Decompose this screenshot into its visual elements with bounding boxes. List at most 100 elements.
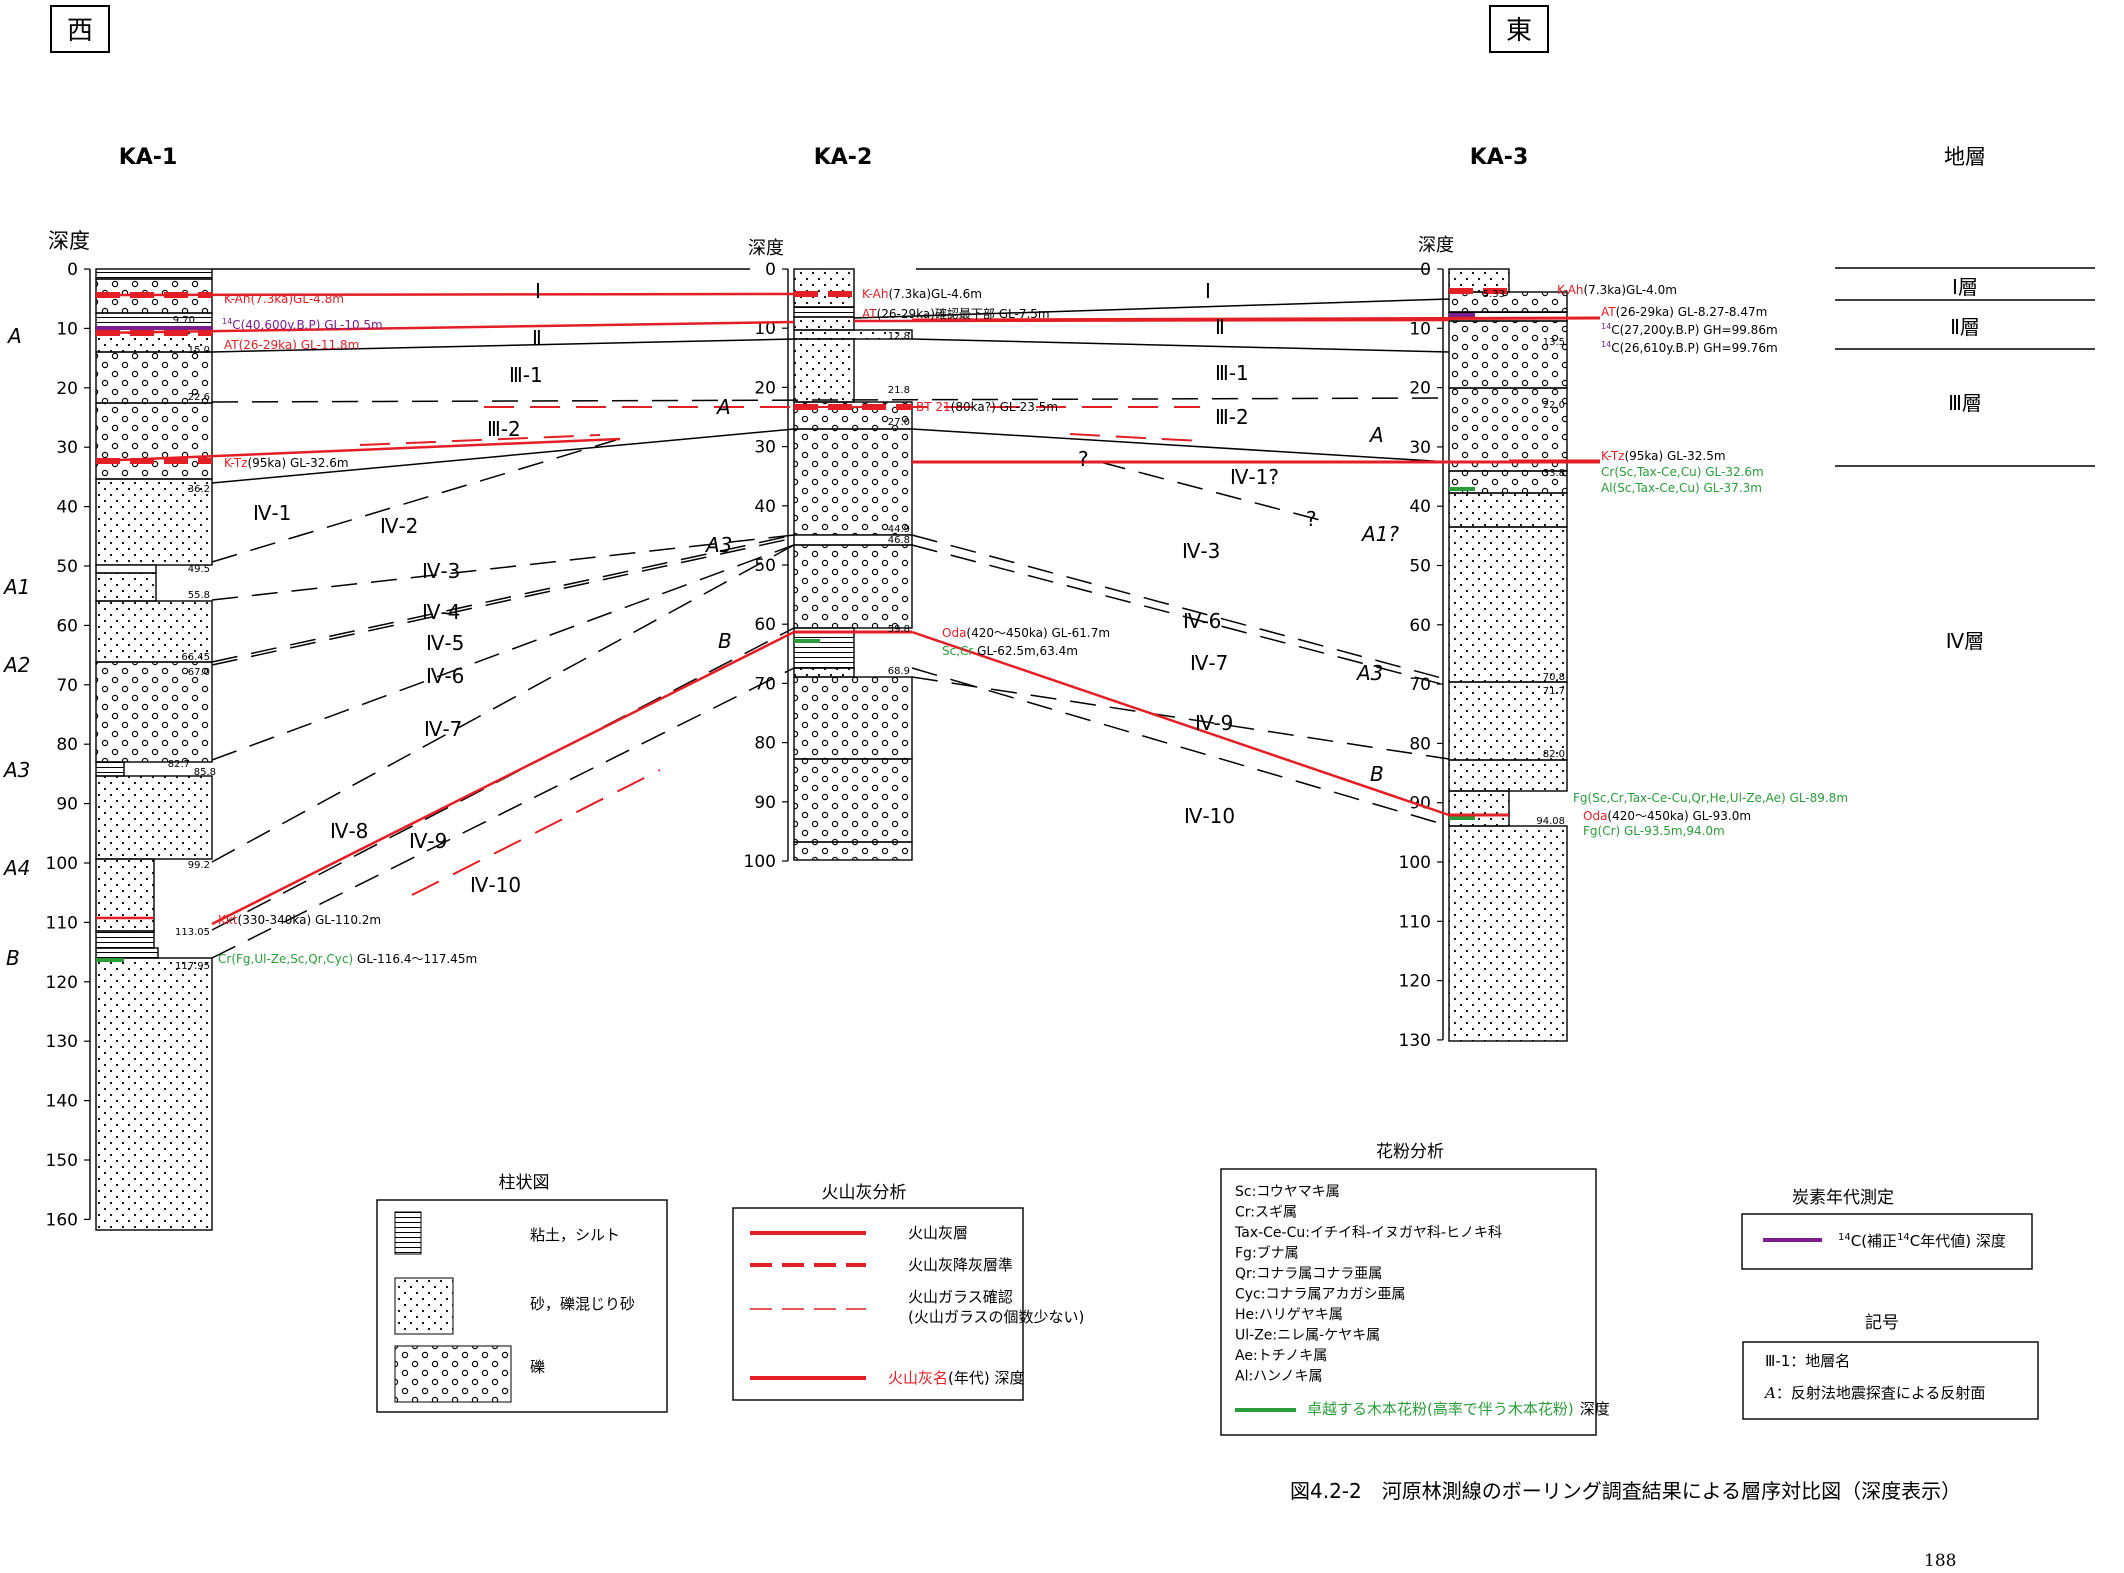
clay-swatch — [394, 1211, 422, 1255]
axis-tick-label: 130 — [1399, 1031, 1431, 1051]
legend-symbols-title: 記号 — [1865, 1313, 1899, 1333]
axis-tick-label: 60 — [754, 615, 776, 635]
axis-tick-label: 50 — [1409, 557, 1431, 577]
ash-detail: (26-29ka) GL-11.8m — [239, 338, 360, 352]
ka2-annotations: 12.8 21.8 27.0 44.9 46.8 59.8 68.9 K-Ah(… — [862, 287, 1110, 677]
ka2-ash-oda: Oda(420～450ka) GL-61.7m — [942, 626, 1110, 640]
axis-tick-label: 100 — [46, 854, 78, 874]
east-label: 東 — [1506, 16, 1532, 46]
axis-tick-label: 20 — [754, 378, 776, 398]
axis-tick-label: 120 — [1399, 972, 1431, 992]
stratum-4: Ⅳ層 — [1946, 629, 1984, 653]
unit-label: Ⅳ-7 — [424, 717, 462, 741]
ash-detail: (26-29ka)確認最下部 GL-7.5m — [877, 306, 1050, 321]
unit-label: Ⅳ-3 — [1182, 539, 1220, 563]
c14-mid: C(補正 — [1851, 1232, 1897, 1250]
ka1-depth-mark: 82.7 — [168, 759, 190, 770]
strata-table — [1835, 267, 2095, 467]
ash-name: K-Tz — [224, 456, 247, 470]
axis-tick-label: 50 — [56, 557, 78, 577]
ka2-depth-mark: 44.9 — [888, 524, 910, 535]
ka3-ash-oda: Oda(420～450ka) GL-93.0m — [1583, 809, 1751, 823]
axis-tick-label: 70 — [754, 674, 776, 694]
ka3-ash-ktz: K-Tz(95ka) GL-32.5m — [1601, 449, 1726, 463]
legend-column-item: 粘土，シルト — [530, 1226, 620, 1244]
ka1-title: KA-1 — [119, 145, 178, 170]
axis-tick-label: 30 — [754, 438, 776, 458]
reflector-label: A3 — [704, 533, 732, 557]
axis-tick-label: 70 — [56, 676, 78, 696]
axis-tick-label: 100 — [1399, 853, 1431, 873]
reflector-label: B — [6, 946, 20, 970]
legend-pollen-title: 花粉分析 — [1376, 1142, 1444, 1162]
ka1-depth-mark: 99.2 — [188, 860, 210, 871]
ka2-depth-mark: 68.9 — [888, 666, 910, 677]
ash-detail: (26-29ka) GL-8.27-8.47m — [1616, 305, 1768, 319]
legend-ash-item: 火山ガラス確認 — [908, 1288, 1013, 1306]
stratum-1: Ⅰ層 — [1952, 275, 1978, 299]
ash-detail: (80ka?) GL-23.5m — [951, 400, 1058, 414]
unit-label: Ⅳ-10 — [1184, 804, 1235, 828]
ka1-depth-mark: 55.8 — [188, 590, 210, 601]
ash-name: Oda — [1583, 809, 1607, 823]
unit-label: Ⅳ-5 — [426, 631, 464, 655]
axis-tick-label: 150 — [46, 1151, 78, 1171]
ka3-depth-mark: 13.5 — [1543, 337, 1565, 348]
legend-pollen-item: Qr:コナラ属コナラ亜属 — [1235, 1266, 1382, 1282]
west-direction-box: 西 — [50, 5, 110, 53]
reflector-label: B — [718, 629, 732, 653]
legend-pollen-item: Tax-Ce-Cu:イチイ科-イヌガヤ科-ヒノキ科 — [1234, 1225, 1502, 1241]
ash-name: K-Ah — [224, 292, 251, 306]
ka3-c14-1: 14C(27,200y.B.P) GH=99.86m — [1601, 322, 1778, 337]
legend-ash-title: 火山灰分析 — [822, 1183, 907, 1203]
axis-tick-label: 100 — [744, 852, 776, 872]
ka1-column — [95, 268, 213, 1231]
axis-tick-label: 60 — [56, 616, 78, 636]
ka1-pollen: Cr(Fg,Ul-Ze,Sc,Qr,Cyc) GL-116.4～117.45m — [218, 952, 477, 966]
pollen-dominant-rest: 深度 — [1580, 1400, 1610, 1418]
legend-symbols: 記号 Ⅲ-1：地層名 A：反射法地震探査による反射面 — [1742, 1313, 2039, 1420]
ka2-depth-mark: 27.0 — [888, 417, 910, 428]
axis-tick-label: 120 — [46, 973, 78, 993]
ash-detail: (95ka) GL-32.6m — [247, 456, 348, 470]
c14-sup: 14 — [1838, 1232, 1851, 1243]
ash-name: K-Tz — [1601, 449, 1624, 463]
ka2-depth-mark: 21.8 — [888, 385, 910, 396]
ash-name: 火山灰名 — [888, 1369, 948, 1387]
legend-pollen-item: Sc:コウヤマキ属 — [1235, 1184, 1340, 1200]
ash-name: K-Ah — [1557, 283, 1584, 297]
ka3-c14-2: 14C(26,610y.B.P) GH=99.76m — [1601, 340, 1778, 355]
pollen-detail: GL-116.4～117.45m — [353, 952, 477, 966]
ka1-depth-label: 深度 — [48, 229, 90, 253]
ka2-title: KA-2 — [814, 145, 873, 170]
ka3-ash-kah: K-Ah(7.3ka)GL-4.0m — [1557, 283, 1677, 297]
unit-label: Ⅳ-8 — [330, 819, 368, 843]
west-label: 西 — [67, 16, 93, 46]
reflector-label: A — [1368, 423, 1384, 447]
ash-lines — [95, 288, 1601, 926]
ka3-annotations: 5.33 13.5 22.0 33.8 70.8 71.7 82.0 94.08… — [1483, 283, 1848, 838]
unit-label: Ⅱ — [1215, 315, 1225, 339]
figure-caption: 図4.2-2 河原林測線のボーリング調査結果による層序対比図（深度表示） — [1290, 1479, 1961, 1503]
ka1-depth-mark: 36.2 — [188, 484, 210, 495]
legend-symbols-item: Ⅲ-1：地層名 — [1765, 1352, 1850, 1370]
pollen-name: Sc,Cr — [942, 644, 973, 658]
page-number: 188 — [1924, 1551, 1956, 1571]
ka3-pollen-fg-cr: Fg(Cr) GL-93.5m,94.0m — [1583, 824, 1725, 838]
unit-label: Ⅳ-7 — [1190, 651, 1228, 675]
ka2-ash-kah: K-Ah(7.3ka)GL-4.6m — [862, 287, 982, 301]
pollen-name: Cr(Fg,Ul-Ze,Sc,Qr,Cyc) — [218, 952, 353, 966]
stratum-3: Ⅲ層 — [1948, 391, 1982, 415]
axis-tick-label: 90 — [754, 793, 776, 813]
c14-sup: 14 — [222, 317, 232, 326]
legend-column-item: 砂，礫混じり砂 — [530, 1295, 635, 1313]
unit-label: Ⅰ — [535, 279, 541, 303]
c14-detail: C(40,600y.B.P) GL-10.5m — [232, 318, 383, 332]
ash-detail: (95ka) GL-32.5m — [1624, 449, 1725, 463]
unit-label: ? — [1078, 447, 1089, 471]
axis-tick-label: 40 — [754, 497, 776, 517]
legend-pollen-item: Cr:スギ属 — [1235, 1205, 1297, 1221]
stratum-2: Ⅱ層 — [1950, 315, 1980, 339]
axis-tick-label: 80 — [56, 735, 78, 755]
